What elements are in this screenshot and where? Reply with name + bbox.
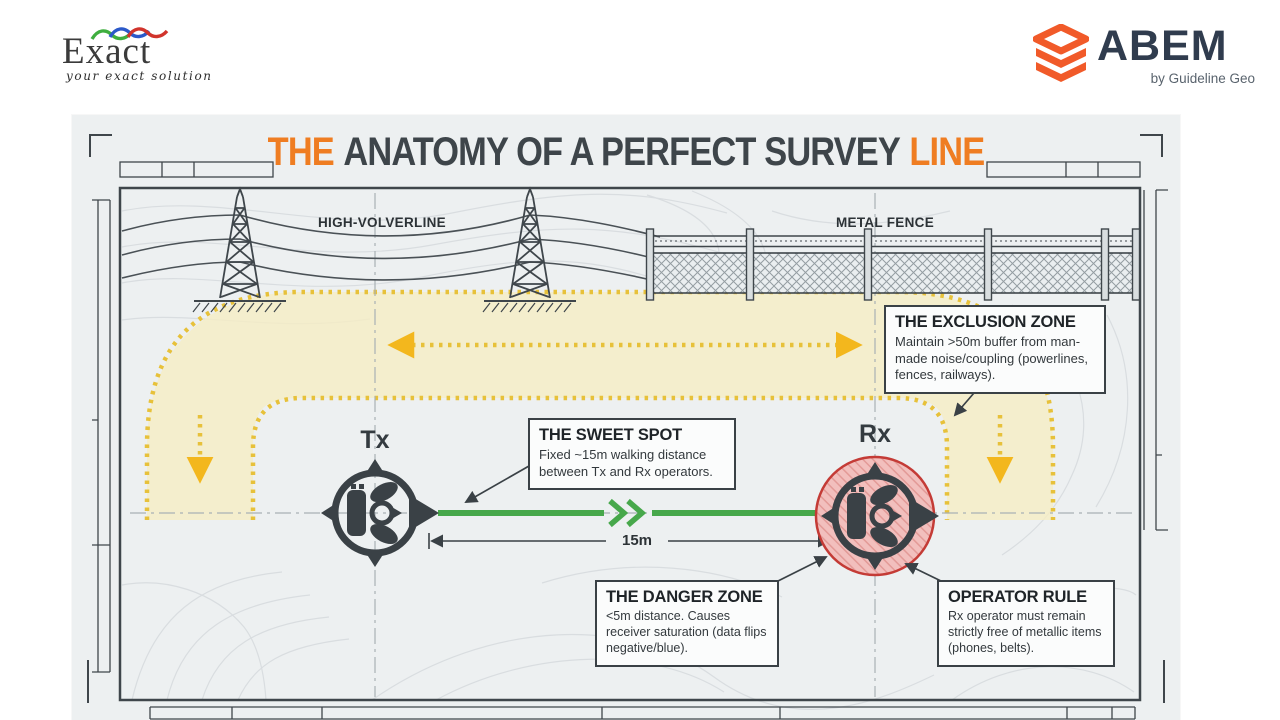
powerline-label: HIGH-VOLVERLINE (317, 215, 446, 230)
rx-label: Rx (859, 420, 891, 448)
callout-danger-body: <5m distance. Causes receiver saturation… (606, 609, 767, 655)
exact-logo-waves-icon (90, 27, 169, 41)
callout-sweet-spot: THE SWEET SPOT Fixed ~15m walking distan… (528, 418, 736, 490)
exact-logo-name: Exact (62, 31, 152, 72)
exclusion-inner-dotted-edge (250, 395, 950, 520)
sheet-frame (87, 134, 1168, 720)
powerline-towers (121, 188, 661, 313)
callout-exclusion-title: THE EXCLUSION ZONE (895, 313, 1076, 331)
title-tail: LINE (909, 130, 985, 174)
chain-link-mesh (649, 252, 1141, 294)
callout-exclusion-zone: THE EXCLUSION ZONE Maintain >50m buffer … (884, 305, 1106, 394)
distance-label: 15m (621, 532, 653, 549)
survey-line (438, 498, 816, 528)
danger-leader (777, 556, 828, 582)
abem-logo-icon (1033, 24, 1089, 82)
metal-fence (645, 228, 1141, 301)
title-middle: ANATOMY OF A PERFECT SURVEY (343, 130, 900, 174)
centerlines (130, 193, 1132, 697)
drawing-border (118, 186, 1142, 702)
callout-operator-body: Rx operator must remain strictly free of… (948, 609, 1102, 655)
survey-line-poster: THE ANATOMY OF A PERFECT SURVEY LINE HIG… (72, 115, 1180, 720)
abem-logo: ABEM by Guideline Geo (1033, 22, 1255, 92)
abem-logo-byline: by Guideline Geo (1150, 71, 1255, 86)
fence-posts (645, 228, 1141, 301)
direction-chevrons-icon (608, 498, 647, 528)
poster-title: THE ANATOMY OF A PERFECT SURVEY LINE (150, 130, 1103, 175)
tower-icon (509, 188, 551, 299)
callout-exclusion-body: Maintain >50m buffer from man-made noise… (895, 334, 1088, 382)
callout-danger-title: THE DANGER ZONE (606, 588, 763, 606)
exclusion-zone-band (144, 289, 1056, 520)
exact-logo-tagline: your exact solution (66, 69, 213, 83)
sweet-spot-leader (464, 465, 530, 503)
exclusion-outer-dotted-edge (144, 289, 1056, 520)
abem-logo-text: ABEM by Guideline Geo (1097, 22, 1255, 86)
tx-label: Tx (360, 426, 390, 454)
callout-sweet-body: Fixed ~15m walking distance between Tx a… (539, 447, 713, 479)
title-lead: THE (267, 130, 335, 174)
callout-operator-rule: OPERATOR RULE Rx operator must remain st… (937, 580, 1115, 667)
callout-operator-title: OPERATOR RULE (948, 588, 1087, 606)
callout-danger-zone: THE DANGER ZONE <5m distance. Causes rec… (595, 580, 779, 667)
powerline-wires (121, 214, 661, 283)
exact-logo: Exact your exact solution (60, 20, 220, 90)
callout-sweet-title: THE SWEET SPOT (539, 426, 682, 444)
survey-diagram-canvas (87, 134, 1168, 720)
abem-logo-name: ABEM (1097, 22, 1228, 70)
fence-label: METAL FENCE (835, 215, 935, 230)
operator-leader (904, 562, 942, 582)
